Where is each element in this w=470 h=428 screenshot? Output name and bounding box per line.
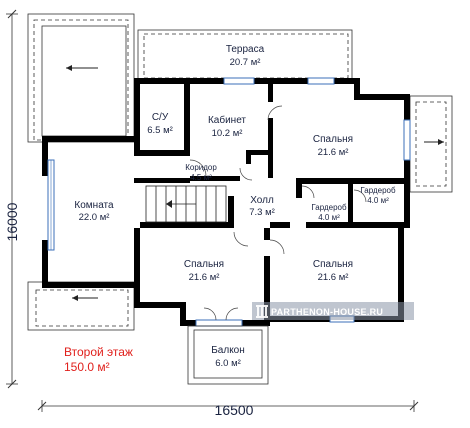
room-hall: Холл 7.3 м²: [249, 195, 275, 218]
watermark-text: PARTHENON-HOUSE.RU: [271, 307, 383, 317]
room-area: 21.6 м²: [189, 272, 220, 283]
sw-balcony-outline: [27, 281, 135, 331]
room-balcony: Балкон 6.0 м²: [211, 345, 245, 369]
room-corridor: Коридор 4.5 м²: [185, 163, 217, 182]
floor-total-area: 150.0 м²: [64, 360, 110, 374]
room-area: 22.0 м²: [79, 212, 110, 223]
room-name: Коридор: [185, 163, 217, 172]
room-area: 7.3 м²: [249, 207, 275, 218]
room-area: 6.5 м²: [147, 125, 173, 136]
room-area: 4.0 м²: [318, 213, 340, 222]
south-balcony-outline: [187, 325, 269, 385]
windows: [47, 77, 411, 327]
room-area: 21.6 м²: [318, 272, 349, 283]
dimension-horizontal: 16500: [37, 400, 419, 418]
floor-title: Второй этаж: [64, 345, 133, 359]
room-name: Гардероб: [311, 203, 347, 212]
nw-balcony-outline: [27, 13, 135, 143]
room-name: Холл: [250, 195, 274, 206]
room-bedroom-se: Спальня 21.6 м²: [313, 259, 353, 283]
room-area: 20.7 м²: [230, 57, 261, 68]
watermark: PARTHENON-HOUSE.RU: [252, 302, 414, 320]
column-icon: [256, 305, 268, 318]
room-name: Спальня: [313, 134, 353, 145]
room-name: С/У: [152, 112, 169, 123]
room-name: Кабинет: [208, 114, 246, 126]
room-wardrobe-2: Гардероб 4.0 м²: [360, 186, 396, 205]
room-bathroom: С/У 6.5 м²: [147, 112, 173, 136]
room-name: Спальня: [184, 259, 224, 270]
room-wardrobe-1: Гардероб 4.0 м²: [311, 203, 347, 222]
room-bedroom-ne: Спальня 21.6 м²: [313, 134, 353, 158]
room-terrace: Терраса 20.7 м²: [226, 44, 265, 68]
room-name: Гардероб: [360, 186, 396, 195]
terrace-outline: [137, 29, 353, 81]
width-dimension: 16500: [215, 402, 254, 418]
east-balcony-outline: [409, 95, 453, 193]
room-area: 21.6 м²: [318, 147, 349, 158]
height-dimension: 16000: [4, 202, 20, 241]
doors: [189, 105, 367, 321]
dimension-vertical: 16000: [4, 9, 20, 389]
room-name: Балкон: [211, 345, 245, 356]
room-area: 4.0 м²: [367, 196, 389, 205]
room-area: 4.5 м²: [190, 173, 212, 182]
room-area: 6.0 м²: [215, 358, 241, 369]
room-komnata: Комната 22.0 м²: [74, 200, 114, 223]
room-bedroom-sw: Спальня 21.6 м²: [184, 259, 224, 283]
room-name: Спальня: [313, 259, 353, 270]
staircase: [145, 185, 227, 223]
room-area: 10.2 м²: [212, 128, 243, 139]
room-name: Терраса: [226, 44, 265, 55]
room-name: Комната: [74, 200, 114, 211]
room-study: Кабинет 10.2 м²: [208, 114, 246, 139]
floor-caption: Второй этаж 150.0 м²: [64, 345, 133, 374]
